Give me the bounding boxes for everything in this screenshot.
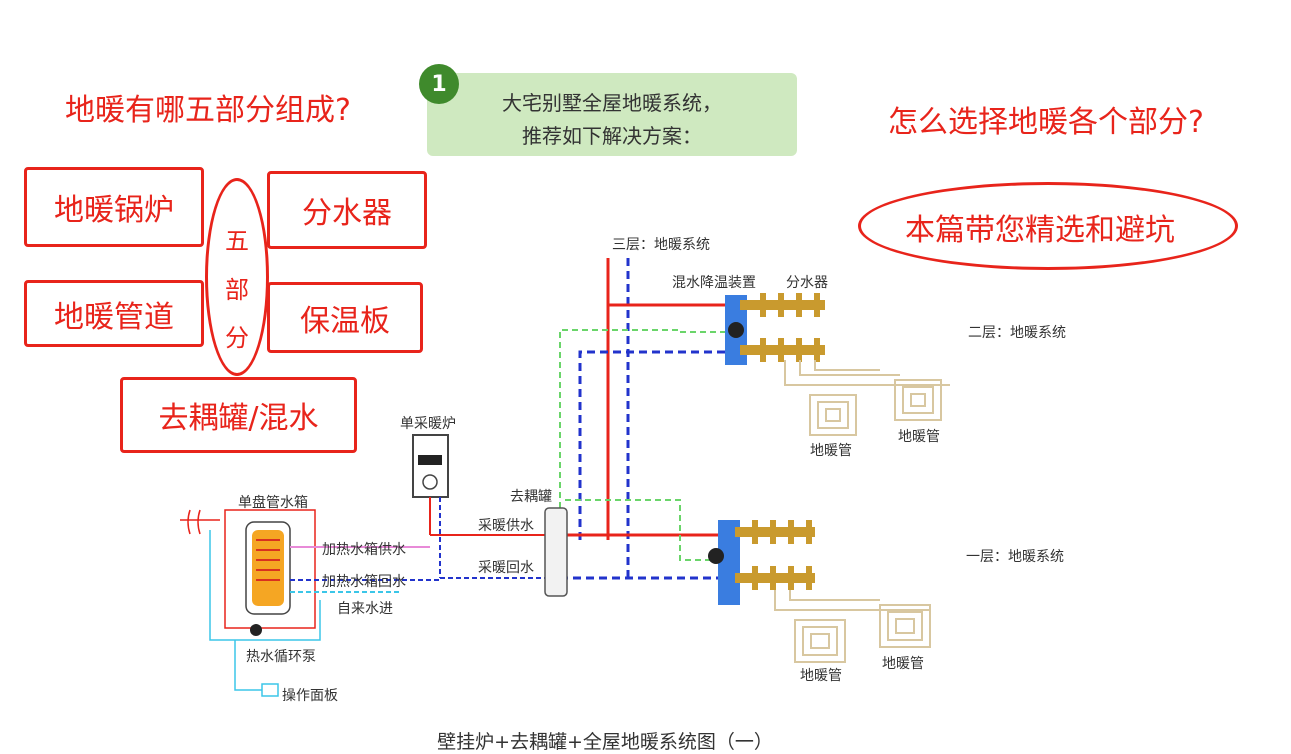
- floor2-pump: [728, 322, 744, 338]
- tank-coil: [256, 539, 280, 581]
- floor1-pump: [708, 548, 724, 564]
- floor2-return-pipe: [578, 350, 725, 540]
- promo-oval: [858, 182, 1238, 270]
- part-insulation-box: 保温板: [267, 282, 423, 353]
- part-insulation-label: 保温板: [300, 303, 390, 339]
- question-selection: 怎么选择地暖各个部分?: [888, 105, 1204, 140]
- floor1-coil-a: [794, 619, 846, 663]
- label-boiler: 单采暖炉: [400, 416, 456, 432]
- label-floor2: 二层：地暖系统: [968, 325, 1066, 341]
- label-tank-supply: 加热水箱供水: [322, 542, 406, 558]
- floor2-green-line: [559, 329, 725, 578]
- floor1-pipe-runs: [774, 590, 930, 611]
- five-parts-oval: 五 部 分: [205, 178, 269, 376]
- label-panel: 操作面板: [282, 688, 338, 704]
- oval-char-3: 分: [225, 324, 249, 352]
- label-tank: 单盘管水箱: [238, 495, 308, 511]
- part-boiler-label: 地暖锅炉: [54, 193, 174, 228]
- label-pump: 热水循环泵: [246, 649, 316, 665]
- question-components: 地暖有哪五部分组成?: [65, 93, 351, 128]
- solution-banner: 大宅别墅全屋地暖系统， 推荐如下解决方案：: [427, 73, 797, 156]
- boiler-dial: [422, 474, 438, 490]
- floor2-coil-b: [894, 379, 942, 421]
- panel-wire: [234, 640, 262, 691]
- wall-boiler: [412, 434, 449, 498]
- part-pipe-label: 地暖管道: [54, 299, 174, 335]
- label-floor1: 一层：地暖系统: [966, 549, 1064, 565]
- tank-cold-loop: [209, 530, 321, 641]
- part-decoupler-box: 去耦罐/混水: [120, 377, 357, 453]
- label-mixing: 混水降温装置: [672, 275, 756, 291]
- diagram-caption: 壁挂炉+去耦罐+全屋地暖系统图（一）: [437, 731, 773, 753]
- label-pipe-b: 地暖管: [898, 429, 940, 445]
- banner-line-1: 大宅别墅全屋地暖系统，: [502, 91, 722, 115]
- part-decoupler-label: 去耦罐/混水: [158, 401, 319, 436]
- boiler-display: [418, 455, 442, 465]
- promo-text: 本篇带您精选和避坑: [905, 213, 1175, 248]
- floor1-green-line: [565, 499, 725, 561]
- part-boiler-box: 地暖锅炉: [24, 167, 204, 247]
- banner-line-2: 推荐如下解决方案：: [522, 124, 702, 148]
- label-floor3: 三层：地暖系统: [612, 237, 710, 253]
- floor1-mixing-device: [718, 520, 740, 605]
- label-pipe-d: 地暖管: [882, 656, 924, 672]
- label-pipe-c: 地暖管: [800, 668, 842, 684]
- label-decoupler: 去耦罐: [510, 489, 552, 505]
- part-manifold-label: 分水器: [302, 196, 392, 231]
- floor2-coil-a: [809, 394, 857, 436]
- label-manifold: 分水器: [786, 275, 828, 291]
- step-number-badge: 1: [419, 64, 459, 104]
- control-panel: [261, 683, 279, 697]
- label-return: 采暖回水: [478, 560, 534, 576]
- oval-char-1: 五: [225, 227, 249, 255]
- floor2-pipe-runs: [784, 360, 950, 386]
- floor1-coil-b: [879, 604, 931, 648]
- label-tank-return: 加热水箱回水: [322, 574, 406, 590]
- part-manifold-box: 分水器: [267, 171, 427, 249]
- circulation-pump: [250, 624, 262, 636]
- decoupler-tank: [544, 507, 568, 597]
- tap-fixtures: [180, 509, 220, 535]
- label-supply: 采暖供水: [478, 518, 534, 534]
- oval-char-2: 部: [225, 276, 249, 304]
- part-pipe-box: 地暖管道: [24, 280, 204, 347]
- tank-fill: [252, 530, 284, 606]
- tank-outer-loop: [224, 509, 316, 629]
- label-pipe-a: 地暖管: [810, 443, 852, 459]
- label-tap-in: 自来水进: [337, 601, 393, 617]
